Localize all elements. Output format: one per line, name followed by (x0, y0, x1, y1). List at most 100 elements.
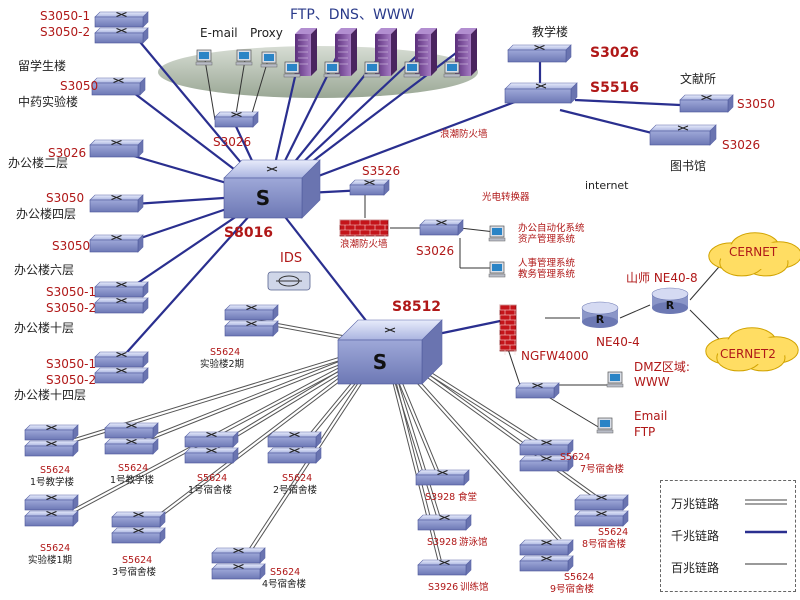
proxy-server-label: Proxy (250, 26, 283, 40)
b11-model: S5624 (560, 452, 591, 463)
left-7-line-1: S3050-1 (46, 357, 97, 371)
firewall-lang-top-label: 浪潮防火墙 (440, 129, 488, 140)
ids-label: IDS (280, 251, 303, 266)
switch-icon (519, 455, 574, 472)
b10-name: 训练馆 (460, 582, 489, 593)
switch-icon (104, 422, 159, 439)
email-ftp-server-icon (596, 417, 614, 434)
email-pc-icon (195, 49, 213, 66)
switch-icon (267, 447, 322, 464)
fast-ethernet-link (234, 59, 246, 121)
s3026-top-label: S3026 (213, 135, 252, 149)
gigabit-link (119, 194, 269, 361)
s8512-switch-icon: S (337, 319, 443, 385)
s3526-switch-icon (349, 179, 390, 196)
left-2-building: 中药实验楼 (18, 95, 79, 109)
left-6-line-1: S3050-1 (46, 285, 97, 299)
switch-icon (94, 351, 149, 368)
proxy-pc-icon (235, 49, 253, 66)
gigabit-link (574, 98, 681, 107)
switch-icon (94, 281, 149, 298)
sys-asset-label: 资产管理系统 (518, 234, 576, 245)
email-ftp-label-2: FTP (634, 425, 656, 439)
dmz-switch-icon (515, 382, 560, 399)
s3026-top-switch-icon (214, 111, 259, 128)
switch-icon (94, 27, 149, 44)
switch-icon (94, 367, 149, 384)
dmz-www-label: WWW (634, 375, 670, 389)
switch-icon (104, 438, 159, 455)
library-label: 图书馆 (670, 159, 707, 173)
switch-icon (184, 447, 239, 464)
fast-ethernet-link (204, 59, 216, 121)
left-3-line-1: S3026 (48, 146, 87, 160)
switch-icon (111, 511, 166, 528)
lab2-name: 实验楼2期 (200, 359, 245, 370)
switch-icon (224, 320, 279, 337)
ids-device-icon (267, 271, 311, 291)
cernet-cloud-icon (708, 232, 800, 277)
b4-name: 2号宿舍楼 (273, 485, 318, 496)
links-layer (74, 29, 726, 563)
switch-icon (89, 139, 144, 158)
legend-1g: 千兆链路 (671, 529, 720, 543)
ne40-4-label: NE40-4 (596, 335, 640, 349)
shanshi-ne40-8-label: 山师 NE40-8 (626, 271, 698, 285)
switch-icon (111, 527, 166, 544)
servers-heading: FTP、DNS、WWW (290, 7, 415, 23)
s5516-label: S5516 (590, 80, 640, 96)
b9-model: S3928 (427, 537, 458, 548)
pc-icon (443, 61, 461, 78)
pc-icon (283, 61, 301, 78)
oa-system-pc-icon (488, 225, 506, 242)
switch-icon (415, 469, 470, 486)
left-7-line-2: S3050-2 (46, 373, 97, 387)
b12-model: S5624 (598, 527, 629, 538)
server-icon (295, 28, 317, 76)
sys-hr-label: 人事管理系统 (518, 258, 576, 269)
b9-name: 游泳馆 (459, 537, 488, 548)
switch-icon (519, 555, 574, 572)
s5516-switch-icon (504, 82, 578, 104)
dmz-label: DMZ区域: (634, 360, 690, 374)
b1-model: S5624 (40, 465, 71, 476)
switch-icon (417, 514, 472, 531)
cernet2-cloud-icon (705, 327, 799, 372)
switch-icon (519, 439, 574, 456)
left-1-building: 留学生楼 (18, 59, 67, 73)
switch-icon (89, 194, 144, 213)
b10-model: S3926 (428, 582, 459, 593)
switch-icon (94, 11, 149, 28)
fast-ethernet-link (619, 304, 651, 319)
s3026-mid-label: S3026 (416, 244, 455, 258)
b5-name: 实验楼1期 (28, 555, 73, 566)
b3-name: 1号宿舍楼 (188, 485, 233, 496)
b7-model: S5624 (270, 567, 301, 578)
internet-label: internet (585, 179, 629, 192)
teaching-building-label: 教学楼 (532, 25, 569, 39)
switch-icon (184, 431, 239, 448)
b8-model: S3928 (425, 492, 456, 503)
left-3-building: 办公楼二层 (8, 156, 69, 170)
b13-model: S5624 (564, 572, 595, 583)
b4-model: S5624 (282, 473, 313, 484)
b5-model: S5624 (40, 543, 71, 554)
left-2-line-1: S3050 (60, 79, 99, 93)
router-r-glyph: R (666, 299, 675, 312)
hr-system-pc-icon (488, 261, 506, 278)
switch-icon (574, 494, 629, 511)
pc-icon (403, 61, 421, 78)
left-4-building: 办公楼四层 (16, 207, 77, 221)
optical-converter-label: 光电转换器 (482, 192, 530, 203)
legend-lines (745, 499, 787, 565)
firewall-mid-label: 浪潮防火墙 (340, 239, 388, 250)
switch-icon (91, 77, 146, 96)
switch-icon (211, 563, 266, 580)
sys-edu-label: 教务管理系统 (518, 269, 576, 280)
switch-icon (519, 539, 574, 556)
s8016-switch-icon: S (223, 159, 321, 219)
switch-s-glyph: S (373, 350, 387, 374)
switch-icon (417, 559, 472, 576)
